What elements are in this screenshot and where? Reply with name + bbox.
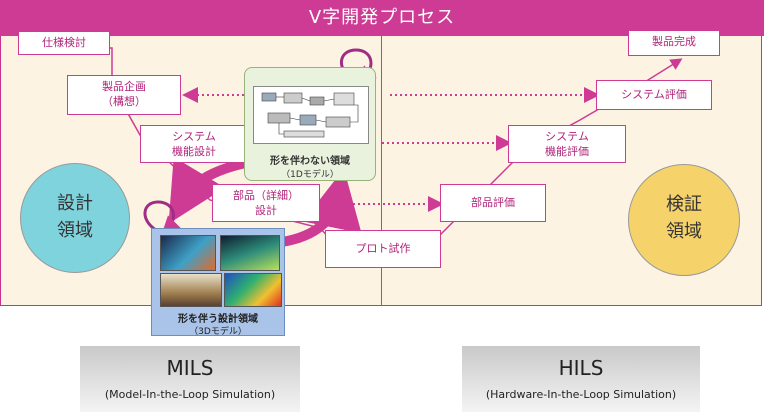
chassis-image [160,273,222,307]
cfd-image [160,235,216,271]
box-product-planning: 製品企画 （構想） [67,75,181,115]
car-body-image [224,273,282,307]
box-prototype-label: プロト試作 [355,242,411,255]
model-1d-subtitle: （1Dモデル） [281,170,339,180]
verify-domain-line2: 領域 [666,221,702,242]
box-system-func-eval-line1: システム [545,130,589,143]
model-3d-title: 形を伴う設計領域 [178,314,258,325]
loop-arrow-3d [143,200,181,235]
design-domain-circle: 設計 領域 [20,163,130,273]
diagram-title: V字開発プロセス [0,0,764,36]
hils-title: HILS [558,356,604,380]
loop-arrow-1d [340,48,377,85]
curve-arrow-3d-to-1d [281,168,362,247]
box-product-complete-label: 製品完成 [652,35,696,48]
box-part-design: 部品（詳細） 設計 [212,184,320,222]
box-spec-review: 仕様検討 [18,31,110,55]
block-diagram-image [253,86,369,144]
box-part-eval: 部品評価 [440,184,546,222]
verify-domain-line1: 検証 [666,194,702,215]
model-3d-card: 形を伴う設計領域 （3Dモデル） [151,228,285,337]
box-product-complete: 製品完成 [628,30,720,56]
mils-subtitle: (Model-In-the-Loop Simulation) [104,388,276,401]
box-part-eval-label: 部品評価 [471,196,515,209]
box-part-design-line1: 部品（詳細） [233,189,299,202]
mils-title: MILS [166,356,214,380]
box-system-design: システム 機能設計 [140,125,248,163]
box-system-design-line1: システム [172,130,216,143]
model-1d-card: 形を伴わない領域 （1Dモデル） [244,67,376,181]
box-product-planning-line1: 製品企画 [102,80,146,93]
box-prototype: プロト試作 [325,230,441,268]
model-1d-title: 形を伴わない領域 [270,156,350,167]
hils-band: HILS (Hardware-In-the-Loop Simulation) [462,346,700,412]
hils-subtitle: (Hardware-In-the-Loop Simulation) [485,388,677,401]
flow-image [220,235,280,271]
verify-domain-circle: 検証 領域 [628,164,740,276]
box-product-planning-line2: （構想） [102,95,146,108]
box-system-eval: システム評価 [596,80,712,110]
box-system-eval-label: システム評価 [621,88,687,101]
block-diagram-sketch [261,92,359,138]
box-system-func-eval: システム 機能評価 [508,125,626,163]
box-system-func-eval-line2: 機能評価 [545,145,589,158]
box-system-design-line2: 機能設計 [172,145,216,158]
model-3d-subtitle: （3Dモデル） [189,327,247,337]
design-domain-line1: 設計 [57,193,93,214]
box-part-design-line2: 設計 [255,204,277,217]
center-divider [381,36,382,306]
box-spec-review-label: 仕様検討 [42,36,86,49]
design-domain-line2: 領域 [57,220,93,241]
mils-band: MILS (Model-In-the-Loop Simulation) [80,346,300,412]
